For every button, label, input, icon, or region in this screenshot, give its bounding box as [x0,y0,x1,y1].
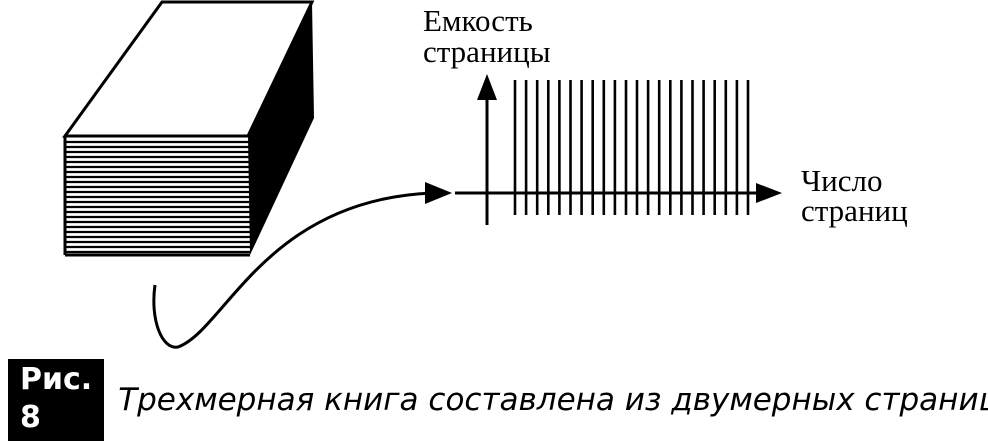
y-axis-label-line2: страницы [423,34,551,69]
page-lines [513,80,750,215]
book-side-face [248,2,314,255]
x-axis-label-line2: страниц [801,193,908,228]
book-page-edges [65,140,250,254]
figure-caption: Рис. 8 Трехмерная книга составлена из дв… [8,359,988,441]
book-pages-diagram: Емкость страницы Число страниц [62,0,908,349]
x-axis-arrowhead [756,183,782,203]
y-axis-label-line1: Емкость [423,3,533,38]
caption-text: Трехмерная книга составлена из двумерных… [118,382,988,418]
x-axis-label-line1: Число [801,163,882,198]
y-axis-arrowhead [477,74,497,100]
connector-curve [152,191,433,349]
book-stack-illustration [62,0,315,257]
figure-number-badge: Рис. 8 [8,359,105,441]
connector-arrowhead [425,182,452,204]
